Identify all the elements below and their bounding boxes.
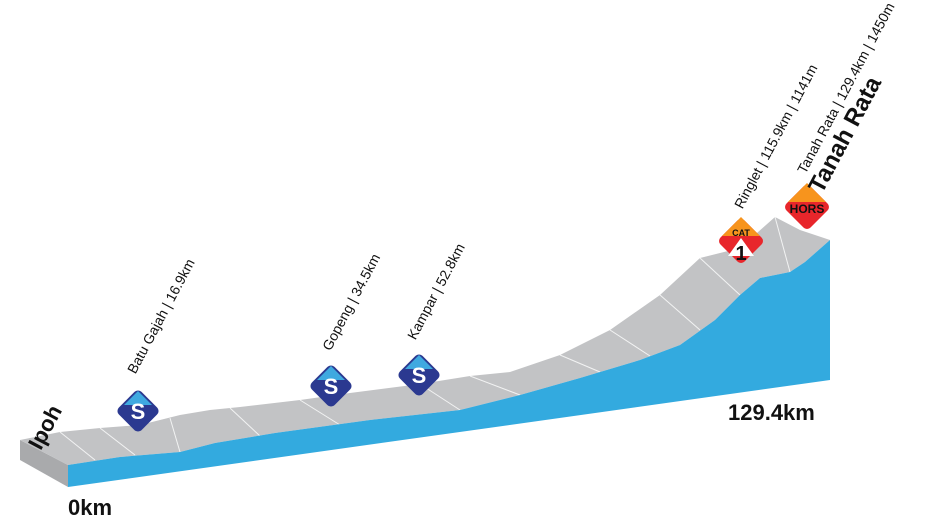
profile-front-face [68, 240, 830, 487]
svg-text:S: S [412, 363, 427, 388]
sprint-marker: S [398, 354, 440, 396]
profile-segment-lines [59, 216, 791, 461]
svg-text:1: 1 [735, 243, 746, 265]
start-km: 0km [68, 495, 113, 520]
svg-text:HORS: HORS [790, 202, 825, 216]
svg-text:CAT: CAT [732, 228, 750, 238]
cat1-climb-marker: CAT 1 [719, 217, 763, 265]
svg-text:S: S [131, 399, 146, 424]
hors-climb-marker: HORS [785, 183, 829, 229]
finish-km: 129.4km [728, 400, 815, 425]
sprint-marker: S [310, 365, 352, 407]
profile-left-side [20, 440, 68, 487]
svg-text:S: S [324, 374, 339, 399]
sprint-marker: S [117, 390, 159, 432]
